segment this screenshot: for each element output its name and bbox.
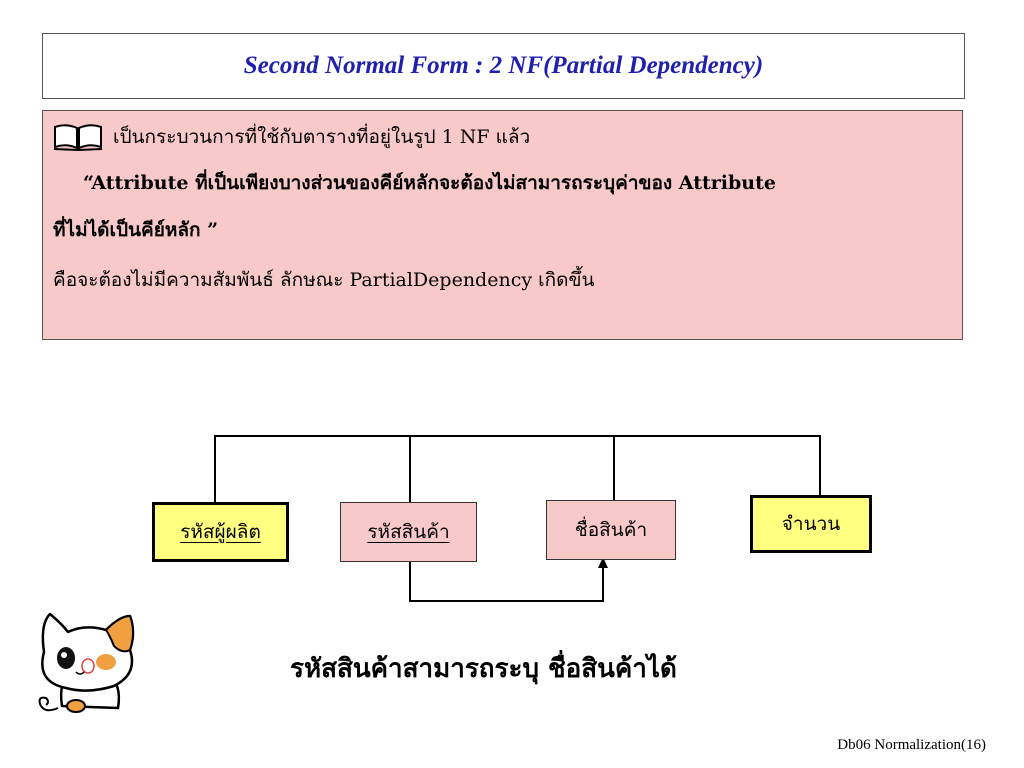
- dependency-statement: รหัสสินค้าสามารถระบุ ชื่อสินค้าได้: [290, 654, 677, 684]
- book-icon: [53, 124, 103, 151]
- content-line-4: คือจะต้องไม่มีความสัมพันธ์ ลักษณะ Partia…: [53, 269, 595, 291]
- attribute-quantity: จำนวน: [750, 495, 872, 553]
- attribute-product-name: ชื่อสินค้า: [546, 500, 676, 560]
- attribute-label: รหัสสินค้า: [367, 521, 450, 543]
- attribute-label: รหัสผู้ผลิต: [180, 521, 261, 543]
- content-text-1: เป็นกระบวนการที่ใช้กับตารางที่อยู่ในรูป …: [113, 125, 531, 148]
- attribute-manufacturer-id: รหัสผู้ผลิต: [152, 502, 289, 562]
- content-line-3: ที่ไม่ได้เป็นคีย์หลัก ”: [53, 219, 219, 241]
- content-line-2: “Attribute ที่เป็นเพียงบางส่วนของคีย์หลั…: [83, 172, 776, 194]
- slide-footer: Db06 Normalization(16): [837, 737, 986, 753]
- slide-title: Second Normal Form : 2 NF(Partial Depend…: [243, 52, 764, 79]
- attribute-label: จำนวน: [781, 513, 841, 535]
- title-box: Second Normal Form : 2 NF(Partial Depend…: [42, 33, 965, 99]
- attribute-label: ชื่อสินค้า: [574, 519, 648, 541]
- attribute-product-id: รหัสสินค้า: [340, 502, 477, 562]
- content-line-1: เป็นกระบวนการที่ใช้กับตารางที่อยู่ในรูป …: [53, 124, 952, 151]
- cat-mascot-icon: [38, 612, 135, 713]
- content-box: เป็นกระบวนการที่ใช้กับตารางที่อยู่ในรูป …: [42, 110, 963, 340]
